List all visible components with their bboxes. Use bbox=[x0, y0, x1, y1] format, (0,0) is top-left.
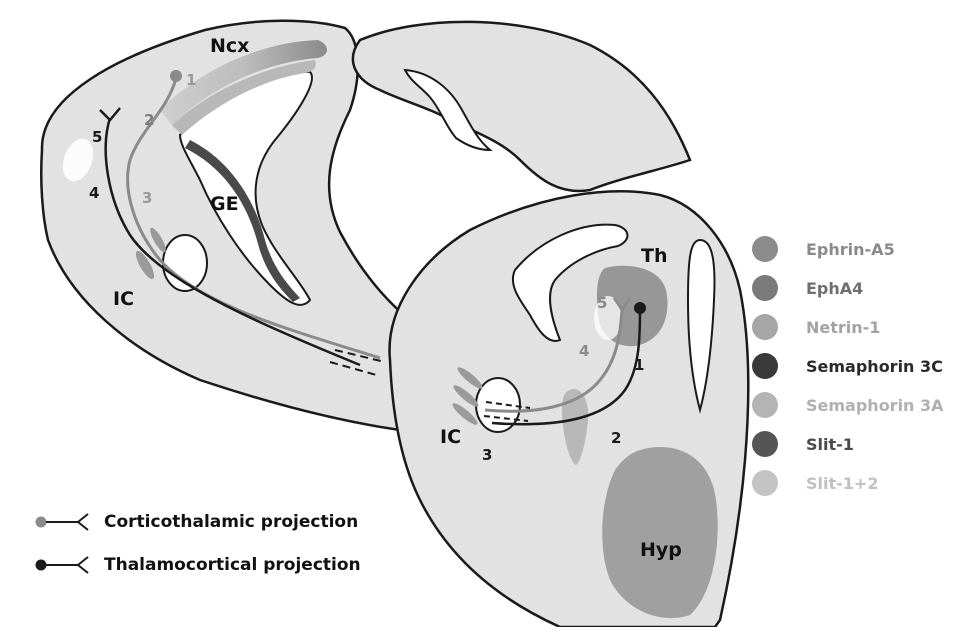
legend-dot-slit-1-2 bbox=[752, 470, 778, 496]
legend-glyph-corticothalamic bbox=[36, 514, 89, 530]
legend-glyph-thalamocortical bbox=[36, 557, 89, 573]
hyp-region bbox=[602, 447, 718, 618]
legend-dot-semaphorin-3a bbox=[752, 392, 778, 418]
left-num-1: 1 bbox=[186, 71, 196, 89]
legend-item-thalamocortical: Thalamocortical projection bbox=[96, 550, 361, 580]
legend-item-ephrin-a5: Ephrin-A5 bbox=[752, 234, 895, 264]
left-cortico-soma bbox=[170, 70, 182, 82]
legend-dot-epha4 bbox=[752, 275, 778, 301]
legend-item-netrin-1: Netrin-1 bbox=[752, 312, 880, 342]
legend-item-corticothalamic: Corticothalamic projection bbox=[96, 507, 358, 537]
legend-item-slit-1: Slit-1 bbox=[752, 429, 854, 459]
legend-item-semaphorin-3a: Semaphorin 3A bbox=[752, 390, 944, 420]
right-label-ic: IC bbox=[440, 426, 461, 448]
right-num-1: 1 bbox=[634, 356, 644, 374]
right-label-th: Th bbox=[641, 245, 668, 267]
right-num-5: 5 bbox=[597, 294, 607, 312]
legend-label-netrin-1: Netrin-1 bbox=[806, 318, 880, 337]
legend-item-slit-1-2: Slit-1+2 bbox=[752, 468, 878, 498]
legend-dot-slit-1 bbox=[752, 431, 778, 457]
legend-label-semaphorin-3c: Semaphorin 3C bbox=[806, 357, 943, 376]
legend-label-ephrin-a5: Ephrin-A5 bbox=[806, 240, 895, 259]
right-label-hyp: Hyp bbox=[640, 539, 682, 561]
left-label-ncx: Ncx bbox=[210, 35, 249, 57]
legend-label-slit-1-2: Slit-1+2 bbox=[806, 474, 878, 493]
left-num-2: 2 bbox=[144, 111, 154, 129]
left-num-5: 5 bbox=[92, 128, 102, 146]
left-num-3: 3 bbox=[142, 189, 152, 207]
legend-dot-netrin-1 bbox=[752, 314, 778, 340]
legend-item-epha4: EphA4 bbox=[752, 273, 863, 303]
legend-label-thalamocortical: Thalamocortical projection bbox=[104, 555, 361, 575]
legend-dot-semaphorin-3c bbox=[752, 353, 778, 379]
legend-label-corticothalamic: Corticothalamic projection bbox=[104, 512, 358, 532]
left-label-ge: GE bbox=[210, 193, 239, 215]
left-num-4: 4 bbox=[89, 184, 99, 202]
legend-label-semaphorin-3a: Semaphorin 3A bbox=[806, 396, 944, 415]
right-num-3: 3 bbox=[482, 446, 492, 464]
legend-dot-ephrin-a5 bbox=[752, 236, 778, 262]
right-thalamo-soma bbox=[634, 302, 646, 314]
left-label-ic: IC bbox=[113, 288, 134, 310]
legend-item-semaphorin-3c: Semaphorin 3C bbox=[752, 351, 943, 381]
right-num-4: 4 bbox=[579, 342, 589, 360]
legend-label-epha4: EphA4 bbox=[806, 279, 863, 298]
right-num-2: 2 bbox=[611, 429, 621, 447]
legend-label-slit-1: Slit-1 bbox=[806, 435, 854, 454]
right-upper-lobe bbox=[353, 22, 690, 191]
